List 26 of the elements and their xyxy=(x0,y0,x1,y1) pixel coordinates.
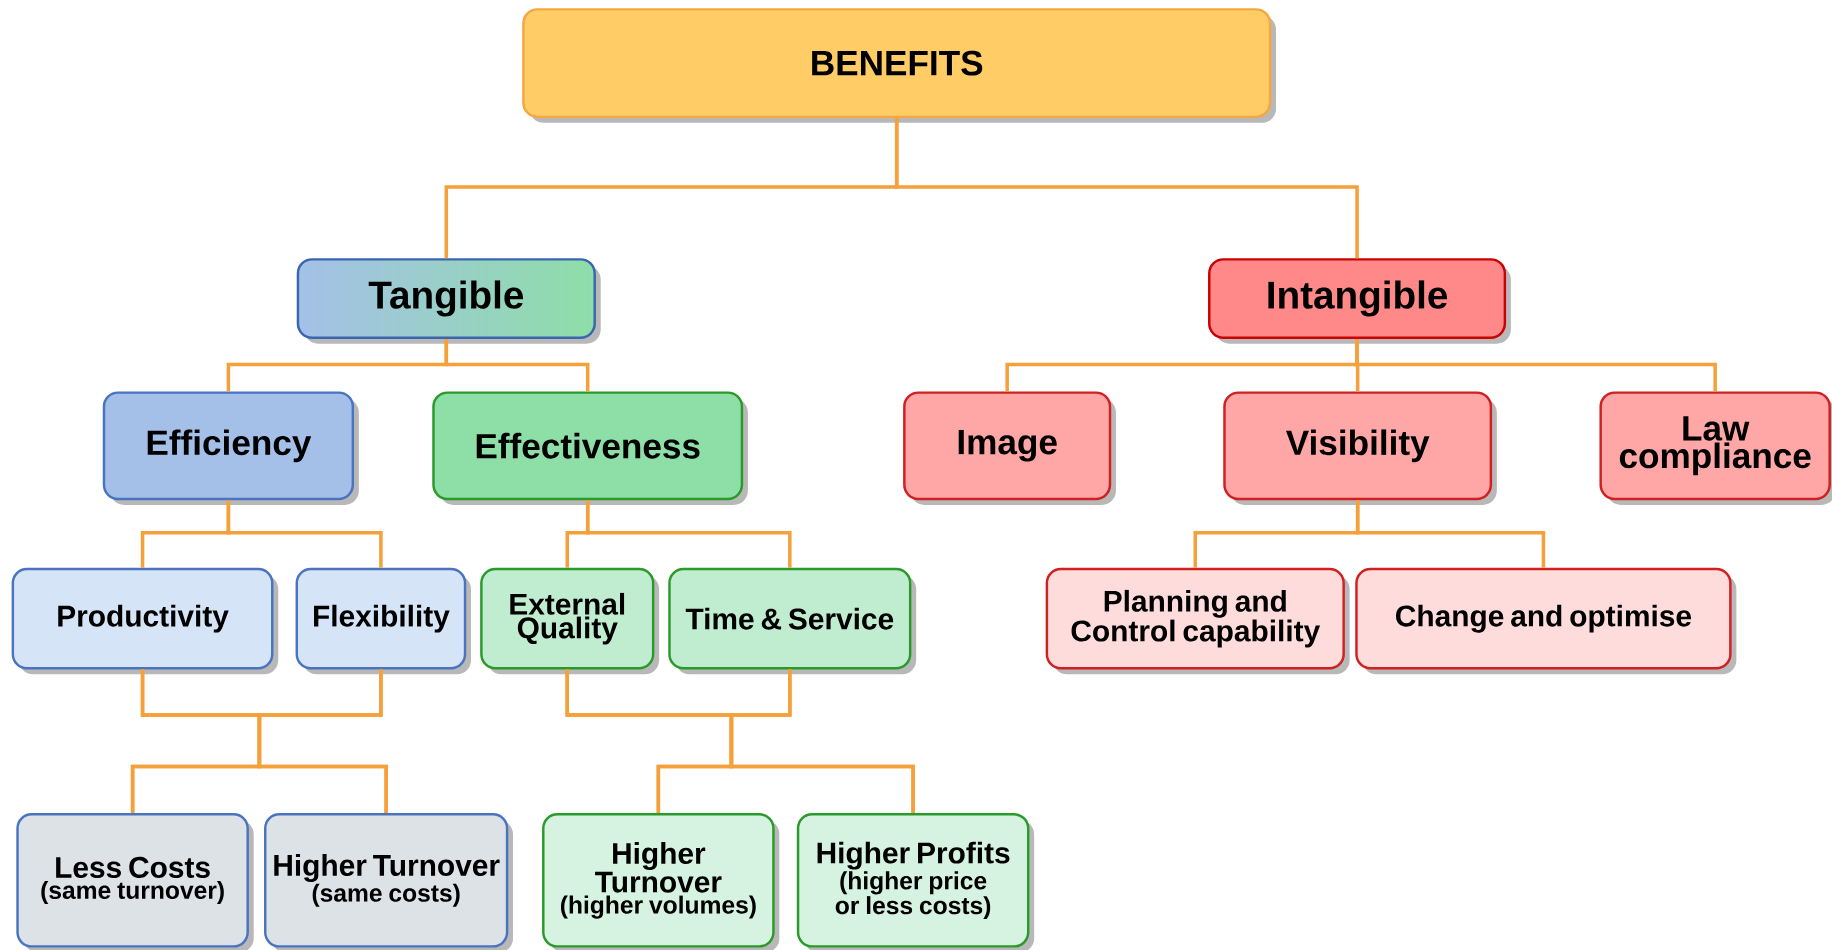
connector-line xyxy=(585,500,792,568)
category-box: Time & Service xyxy=(668,567,917,675)
category-box: Less Costs (same turnover) xyxy=(16,813,254,950)
category-box: External Quality xyxy=(480,567,660,675)
category-box: Productivity xyxy=(11,567,279,675)
connector-line xyxy=(226,500,383,568)
connector-line xyxy=(1355,500,1546,568)
category-box: Intangible xyxy=(1208,258,1511,344)
category-box: Planning and Control capability xyxy=(1045,567,1350,675)
category-box: Change and optimise xyxy=(1355,567,1737,675)
category-box: BENEFITS xyxy=(522,8,1276,123)
connector-line xyxy=(257,669,388,814)
connector-line xyxy=(894,118,1359,259)
category-box: Efficiency xyxy=(102,391,359,505)
category-box: Effectiveness xyxy=(432,391,748,505)
category-box: Higher Turnover (same costs) xyxy=(264,813,514,950)
category-box: Higher Turnover (higher volumes) xyxy=(542,813,780,950)
connector-line xyxy=(1355,338,1717,392)
connector-line xyxy=(444,338,590,392)
category-box: Flexibility xyxy=(295,567,471,675)
connector-line xyxy=(729,669,915,814)
category-box: Visibility xyxy=(1223,391,1497,505)
category-box: Tangible xyxy=(296,258,601,344)
category-box: Law compliance xyxy=(1599,391,1832,505)
category-box: Image xyxy=(903,391,1116,505)
category-box: Higher Profits (higher price or less costs) xyxy=(796,813,1035,950)
